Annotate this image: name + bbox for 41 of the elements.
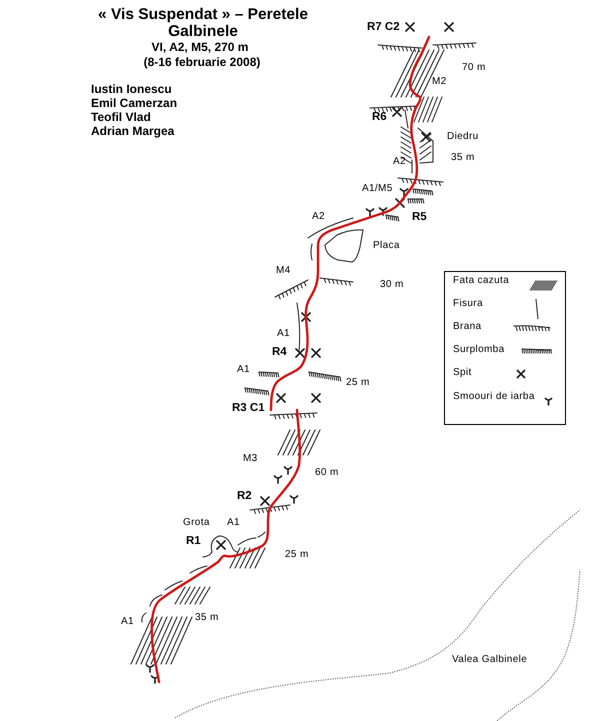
- legend-label: Smoouri de iarba: [453, 391, 535, 403]
- pitch-length-label: 25 m: [346, 377, 370, 389]
- difficulty-grade-label: A2: [393, 156, 406, 168]
- belay-station-label: R7 C2: [367, 21, 400, 35]
- grade-line: VI, A2, M5, 270 m: [152, 41, 248, 55]
- belay-station-label: R1: [186, 535, 201, 549]
- legend-label: Surplomba: [453, 344, 505, 356]
- difficulty-grade-label: A1/M5: [362, 183, 393, 195]
- pitch-length-label: 35 m: [451, 152, 475, 164]
- date-line: (8-16 februarie 2008): [144, 56, 260, 70]
- difficulty-grade-label: A1: [121, 616, 134, 628]
- difficulty-grade-label: M4: [276, 265, 291, 277]
- difficulty-grade-label: M2: [432, 76, 447, 88]
- pitch-length-label: 25 m: [285, 549, 309, 561]
- pitch-length-label: 70 m: [462, 62, 486, 74]
- climber-name: Teofil Vlad: [91, 111, 151, 125]
- belay-station-label: R2: [237, 490, 252, 504]
- difficulty-grade-label: A1: [227, 517, 240, 529]
- legend-label: Brana: [453, 321, 482, 333]
- feature-label: Placa: [373, 240, 400, 252]
- feature-label: Diedru: [447, 131, 479, 143]
- climber-name: Iustin Ionescu: [91, 83, 172, 97]
- pitch-length-label: 60 m: [315, 467, 339, 479]
- climber-name: Emil Camerzan: [91, 97, 178, 111]
- valley-name: Valea Galbinele: [452, 654, 528, 666]
- difficulty-grade-label: A2: [312, 211, 325, 223]
- legend-label: Fisura: [453, 298, 483, 310]
- difficulty-grade-label: A1: [277, 328, 290, 340]
- belay-station-label: R4: [272, 346, 287, 360]
- pitch-length-label: 30 m: [380, 279, 404, 291]
- belay-station-label: R3 C1: [232, 402, 265, 416]
- climber-name: Adrian Margea: [91, 125, 174, 139]
- difficulty-grade-label: A1: [237, 364, 250, 376]
- belay-station-label: R5: [412, 211, 427, 225]
- title: « Vis Suspendat » – Peretele Galbinele: [97, 6, 309, 40]
- difficulty-grade-label: M3: [243, 453, 258, 465]
- feature-label: Grota: [183, 517, 210, 529]
- pitch-length-label: 35 m: [195, 612, 219, 624]
- belay-station-label: R6: [372, 111, 387, 125]
- legend-label: Fata cazuta: [453, 275, 510, 287]
- legend-label: Spit: [453, 367, 472, 379]
